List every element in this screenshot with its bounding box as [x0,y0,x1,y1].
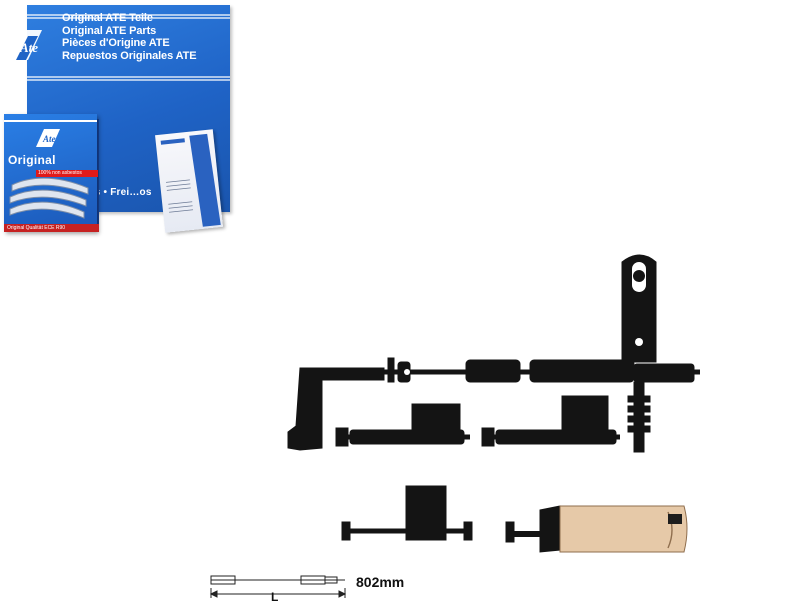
box-line: Original ATE Teile [62,12,153,24]
sensor-sleeve [559,505,688,553]
box-line: Original ATE Parts [62,24,157,37]
original-label: Original [8,153,56,167]
mounting-bracket [621,254,657,363]
length-symbol: L [271,590,279,604]
large-box-text-block: Original ATE Teile Original ATE Parts Pi… [62,12,197,62]
svg-text:Ate: Ate [19,40,38,55]
brochure [155,129,223,233]
box-line: Pièces d'Origine ATE [62,37,170,49]
length-value: 802mm [356,574,405,590]
asbestos-band: 100% non asbestos [36,170,98,177]
ate-logo-small-icon: Ate [36,129,60,147]
quality-band: Original Qualität ECE R90 [4,224,99,232]
ate-logo-icon: Ate [9,30,42,60]
dimension-drawing [209,575,347,598]
box-line: Repuestos Originales ATE [62,49,197,62]
svg-text:Ate: Ate [42,134,56,144]
brakes-label: Brakes • Frei…os [66,187,152,198]
